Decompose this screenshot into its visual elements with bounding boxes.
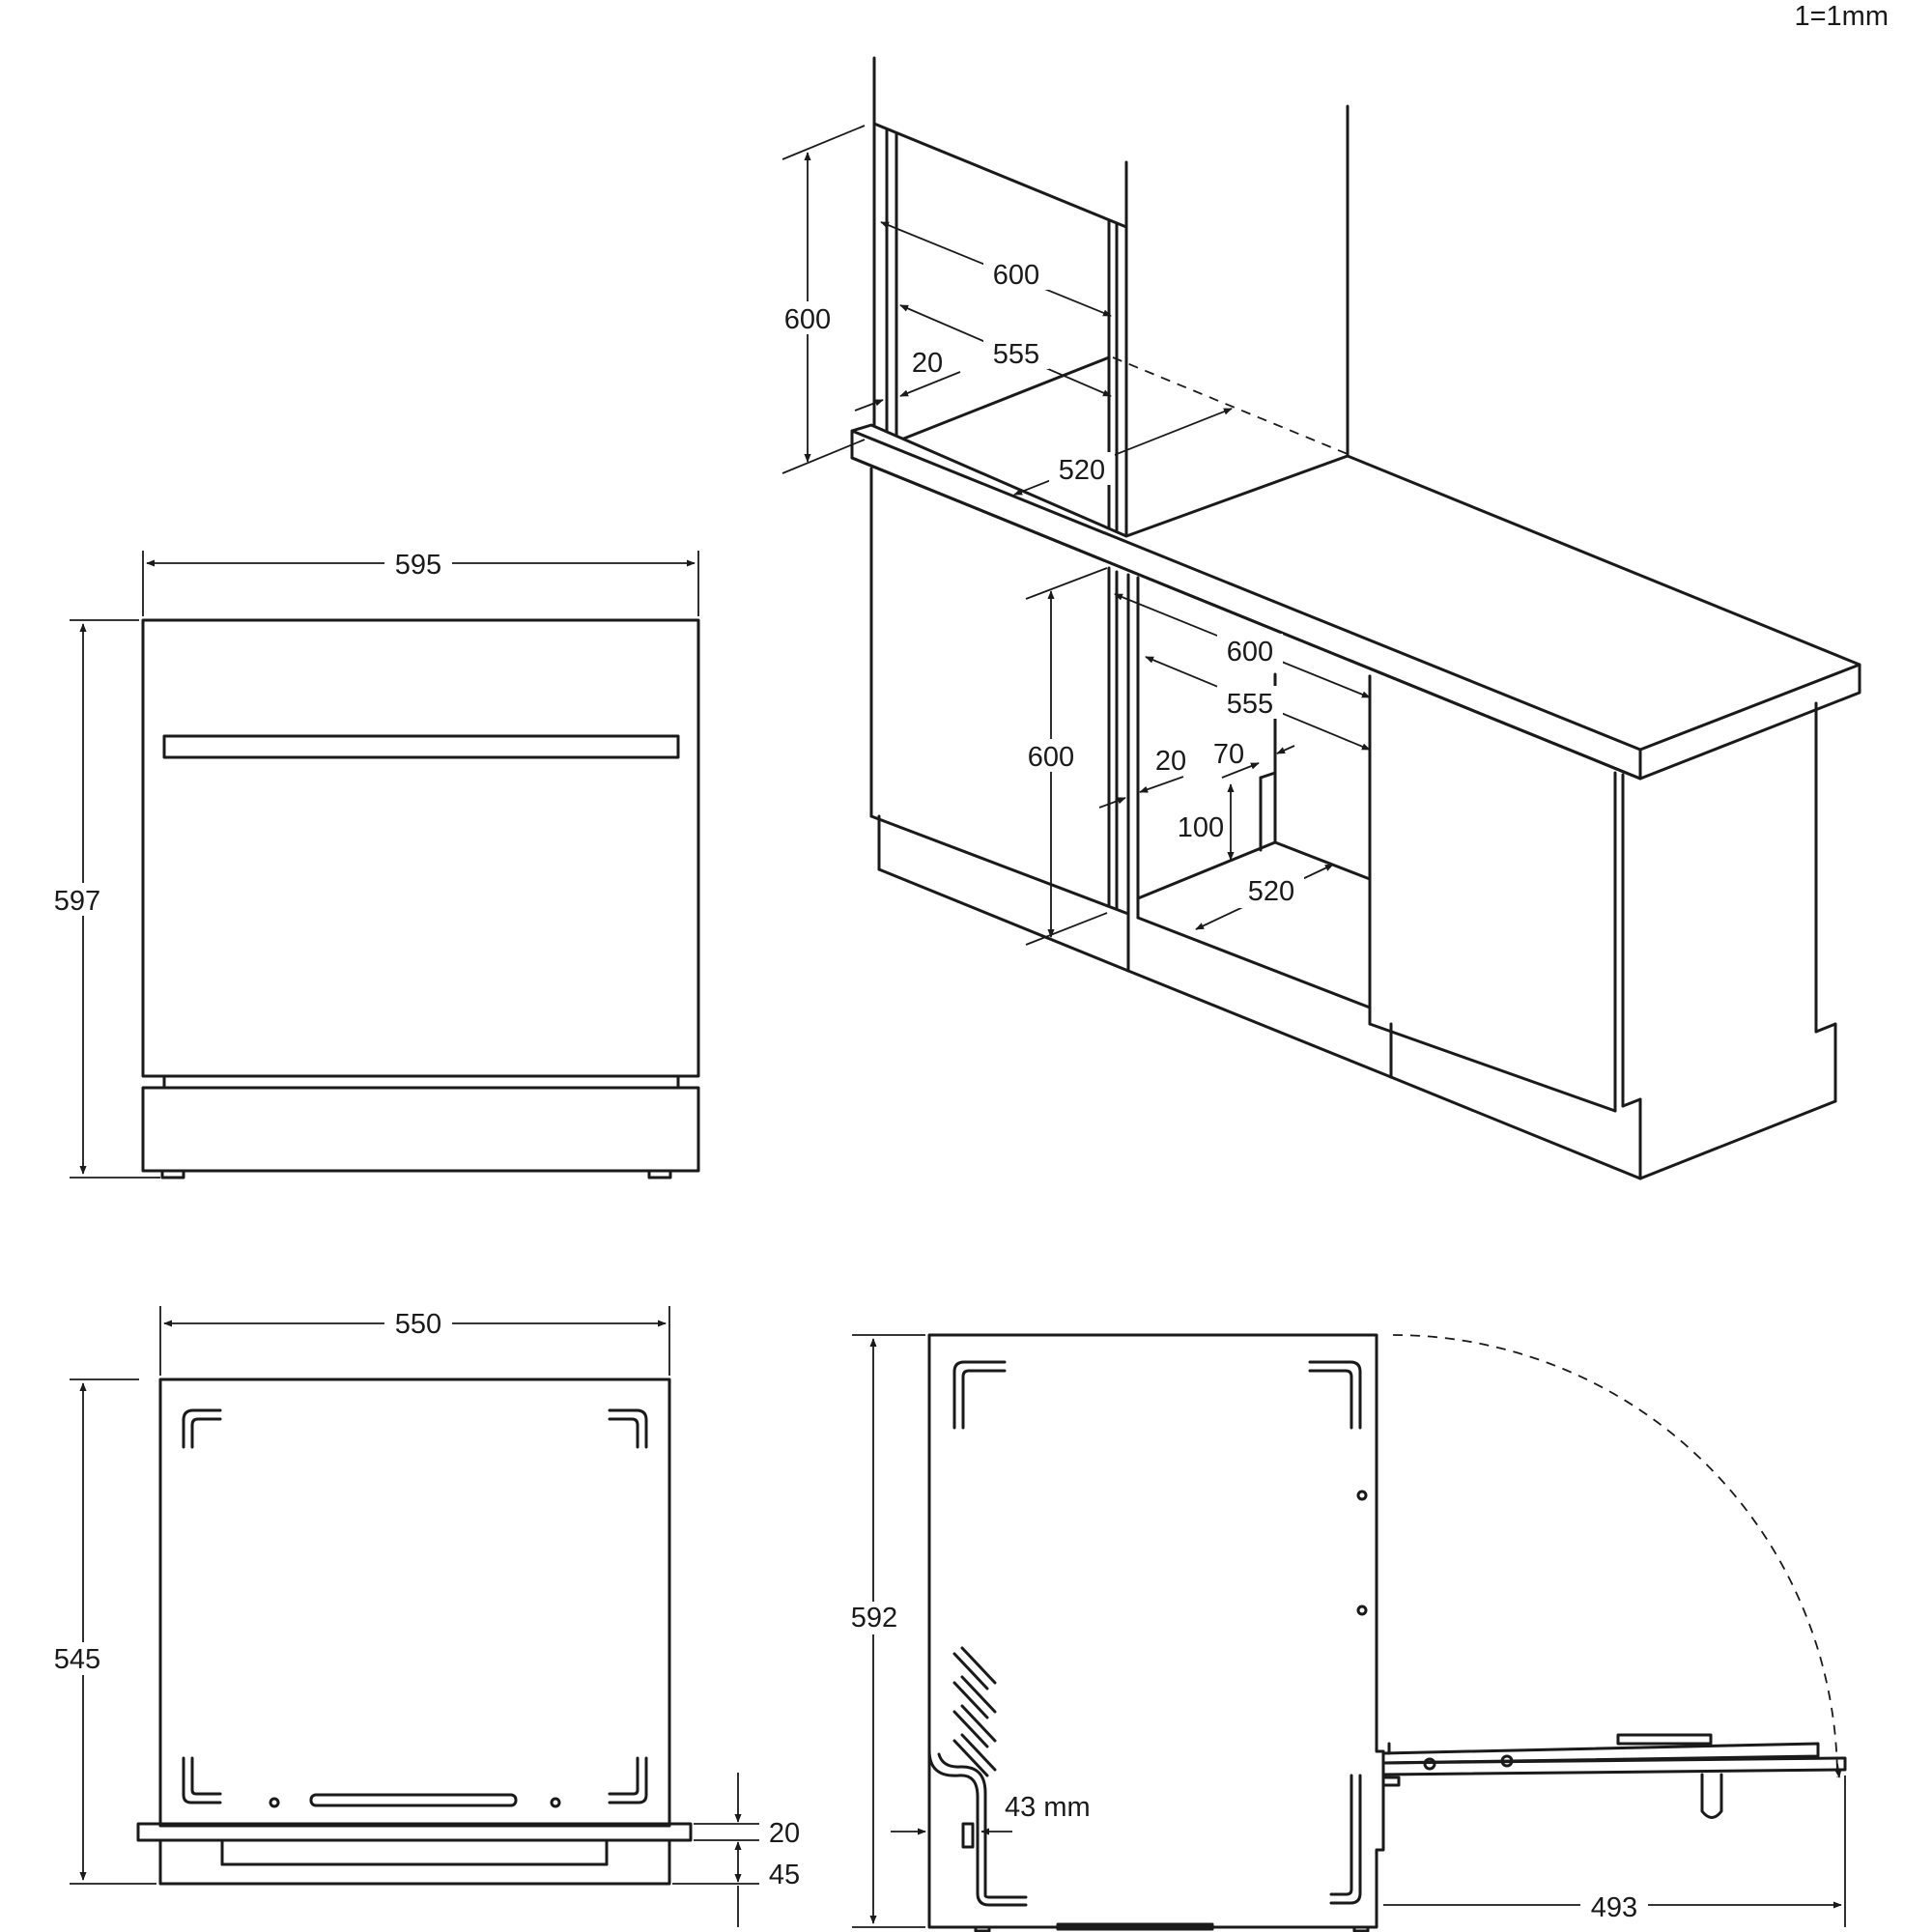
upper-niche-hidden-edge	[1112, 356, 1349, 455]
door-handle	[1700, 1773, 1723, 1819]
side-offset-label: 43 mm	[1005, 1792, 1091, 1823]
top-plinth-label: 45	[769, 1860, 800, 1890]
upper-height-label: 600	[784, 304, 831, 335]
lower-width-label: 600	[1227, 637, 1273, 668]
front-width-label: 595	[395, 550, 441, 581]
lower-notch-height-label: 100	[1178, 812, 1224, 843]
countertop	[850, 423, 1861, 781]
lower-panel-label: 20	[1155, 746, 1186, 777]
front-foot-right	[647, 1169, 672, 1179]
front-handle	[162, 734, 680, 759]
open-door	[1381, 1756, 1847, 1776]
top-body	[158, 1378, 671, 1828]
side-view: 592 43 mm 493	[840, 1333, 1847, 1932]
scale-note: 1=1mm	[1794, 1, 1889, 32]
top-width-label: 550	[395, 1309, 441, 1340]
lower-depth-label: 520	[1248, 876, 1294, 907]
upper-width-label: 600	[993, 260, 1039, 291]
top-trim-label: 20	[769, 1818, 800, 1849]
installation-view: 600 600 555 20 520 600 600 555 20 70 100	[779, 56, 1861, 1180]
front-door-panel	[141, 618, 700, 1078]
upper-panel-label: 20	[912, 348, 943, 379]
front-height-label: 597	[54, 886, 100, 917]
lower-notch-depth-label: 70	[1213, 739, 1244, 770]
front-view: 595 597	[48, 547, 700, 1179]
top-plinth	[158, 1838, 671, 1886]
side-door-depth-label: 493	[1591, 1892, 1637, 1923]
upper-inner-width-label: 555	[993, 339, 1039, 370]
lower-inner-width-label: 555	[1227, 689, 1273, 720]
front-gap-strip	[162, 1074, 680, 1090]
side-bracket-top-left	[952, 1360, 1007, 1430]
upper-niche-top	[872, 122, 1128, 229]
upper-depth-label: 520	[1059, 455, 1105, 486]
side-hook	[927, 1748, 1028, 1907]
side-bracket-top-right	[1308, 1360, 1362, 1430]
top-depth-label: 545	[54, 1644, 100, 1675]
top-bottom-bar	[309, 1793, 518, 1807]
bracket-top-left	[182, 1408, 222, 1449]
bracket-bottom-left	[182, 1756, 222, 1804]
front-foot-left	[160, 1169, 185, 1179]
top-view: 550 545 20 45	[48, 1306, 800, 1927]
front-plinth	[141, 1086, 700, 1173]
lower-height-label: 600	[1028, 742, 1074, 773]
side-body	[927, 1333, 1385, 1929]
door-swing-arc	[1392, 1334, 1838, 1778]
bracket-top-right	[608, 1408, 648, 1449]
upper-depth-line	[1013, 408, 1233, 496]
bracket-bottom-right	[608, 1756, 648, 1804]
side-height-label: 592	[851, 1603, 897, 1634]
